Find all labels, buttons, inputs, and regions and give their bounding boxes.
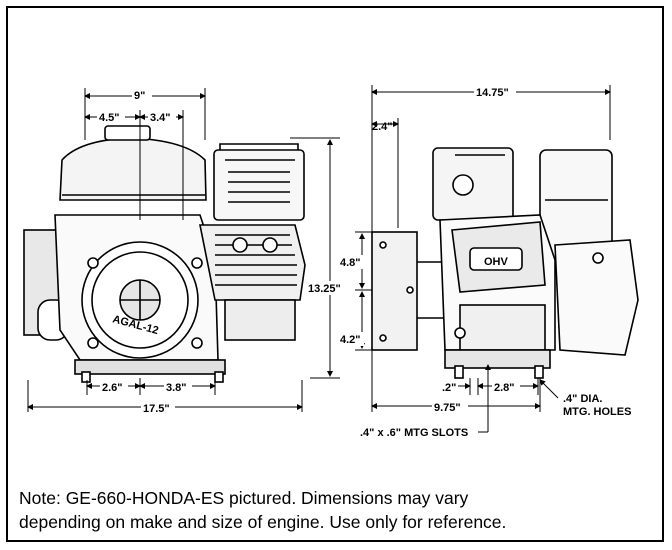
dim-front-right-part: 3.4" <box>150 112 171 124</box>
dim-front-total-width: 17.5" <box>143 403 170 415</box>
side-view-engine <box>371 147 639 379</box>
dim-front-left-half: 4.5" <box>99 112 120 124</box>
valve-cover-label: OHV <box>484 256 509 268</box>
dim-side-base-right: 2.8" <box>494 382 515 394</box>
dim-side-upper: 4.8" <box>340 257 361 269</box>
dim-side-base-depth: 9.75" <box>434 402 461 414</box>
reference-note: Note: GE-660-HONDA-ES pictured. Dimensio… <box>19 486 659 534</box>
dimension-lines <box>27 85 611 433</box>
dim-side-base-left: .2" <box>442 382 456 394</box>
note-line-2: depending on make and size of engine. Us… <box>19 512 507 532</box>
dimension-labels: 9" 4.5" 3.4" 2.6" 3.8" 17.5" 13.25" 14.7… <box>97 85 631 439</box>
dim-front-bolt-left: 2.6" <box>102 382 123 394</box>
dim-holes-line1: .4" DIA. <box>563 393 602 405</box>
dim-side-offset: 2.4" <box>372 121 393 133</box>
dim-holes-line2: MTG. HOLES <box>563 406 631 418</box>
dim-height: 13.25" <box>308 283 341 295</box>
dim-front-bolt-right: 3.8" <box>166 382 187 394</box>
note-line-1: Note: GE-660-HONDA-ES pictured. Dimensio… <box>19 488 469 508</box>
front-view-engine <box>23 125 306 383</box>
dim-side-lower: 4.2" <box>340 334 361 346</box>
drawing-frame <box>6 6 664 542</box>
dim-front-width-top: 9" <box>134 90 145 102</box>
dim-side-total-width: 14.75" <box>476 87 509 99</box>
dim-slots: .4" x .6" MTG SLOTS <box>360 427 468 439</box>
